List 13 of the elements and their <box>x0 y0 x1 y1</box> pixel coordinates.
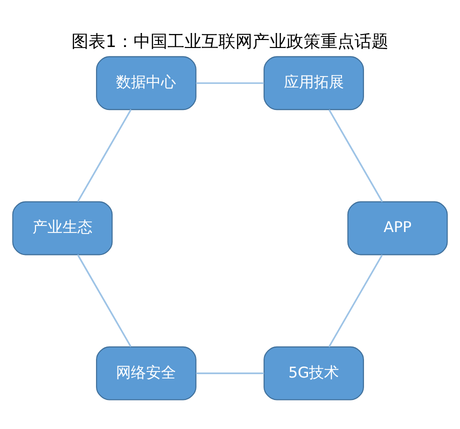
connector <box>328 109 383 202</box>
node-box: 产业生态 <box>12 201 113 256</box>
connector <box>196 82 264 84</box>
node-box: 5G技术 <box>264 346 364 400</box>
connector <box>77 109 132 202</box>
connector <box>77 254 132 348</box>
node-box: 网络安全 <box>96 346 196 400</box>
node-box: APP <box>347 201 448 256</box>
connector <box>196 372 264 374</box>
connector <box>328 254 383 348</box>
node-box: 应用拓展 <box>264 56 364 110</box>
node-box: 数据中心 <box>96 56 196 110</box>
diagram-title: 图表1：中国工业互联网产业政策重点话题 <box>72 30 388 51</box>
